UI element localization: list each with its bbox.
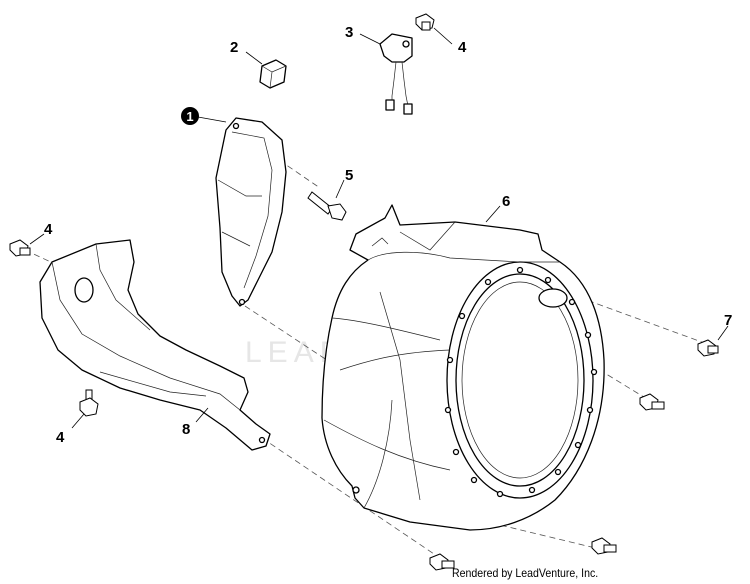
callout-4-bottom: 4	[56, 429, 65, 446]
callout-2: 2	[230, 39, 238, 56]
render-credit: Rendered by LeadVenture, Inc.	[452, 566, 599, 580]
bolt-4-left[interactable]	[9, 239, 31, 257]
wire-bracket[interactable]	[379, 33, 413, 115]
bolt-4-bottom[interactable]	[79, 389, 99, 417]
bolt-7-upper[interactable]	[697, 339, 719, 357]
housing-bolt-holes	[444, 266, 598, 498]
callout-4-top: 4	[458, 39, 467, 56]
callout-6: 6	[502, 193, 510, 210]
bolt-7-middle[interactable]	[639, 393, 665, 411]
callout-7: 7	[724, 312, 732, 329]
bolt-4-top[interactable]	[415, 13, 435, 31]
blower-housing[interactable]	[321, 204, 605, 531]
lower-cover[interactable]	[39, 239, 271, 451]
leader-lines	[29, 27, 729, 429]
callout-1: 1	[181, 107, 199, 125]
bolt-5[interactable]	[307, 191, 347, 221]
callout-4-left: 4	[44, 221, 53, 238]
callout-3: 3	[345, 24, 353, 41]
connector-clip[interactable]	[259, 59, 287, 89]
callout-1-label: 1	[186, 109, 193, 124]
bolt-7-lower-right[interactable]	[591, 537, 617, 555]
callout-5: 5	[345, 167, 353, 184]
upper-shield[interactable]	[215, 117, 287, 307]
callout-8: 8	[182, 421, 190, 438]
bolt-7-lower-left[interactable]	[429, 553, 455, 571]
